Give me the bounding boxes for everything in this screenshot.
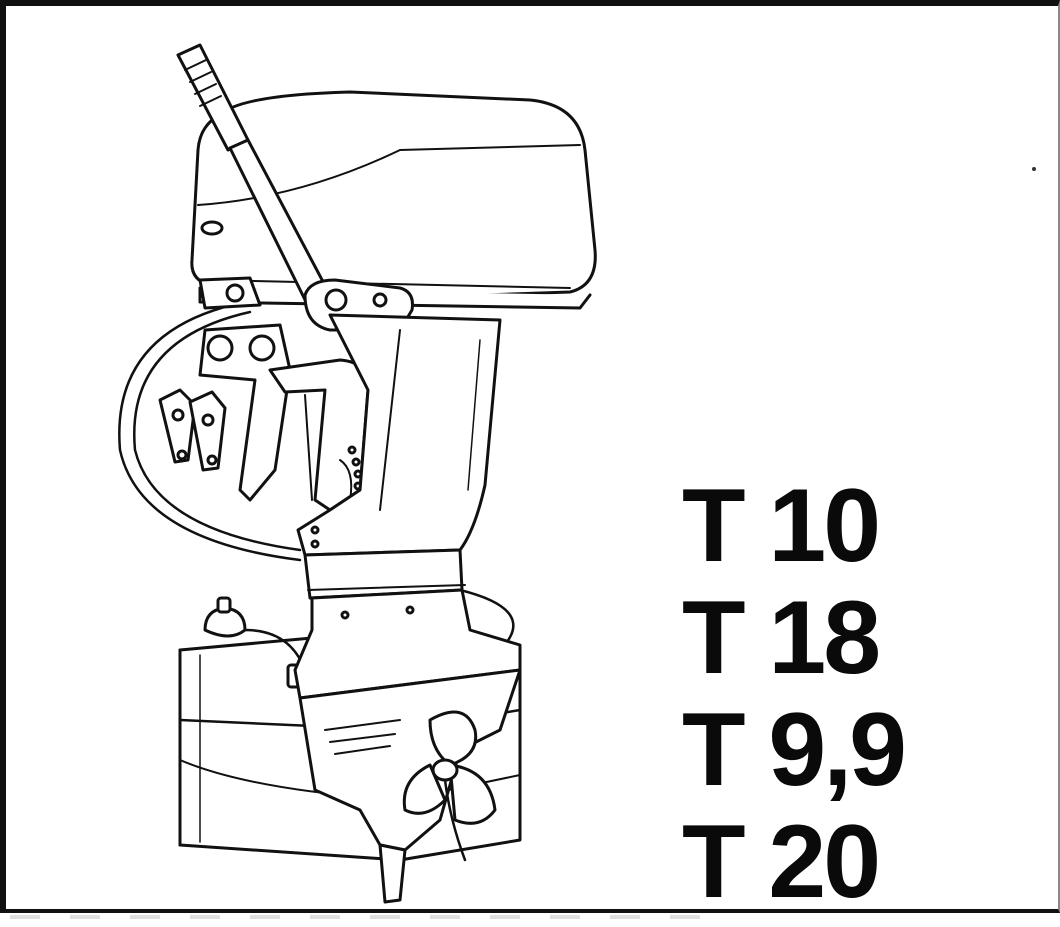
model-label: T 18	[682, 580, 881, 696]
speck	[1032, 167, 1036, 171]
model-list: T 10 T 18 T 9,9 T 20	[682, 470, 1052, 918]
model-label: T 10	[682, 468, 881, 584]
model-label: T 20	[682, 804, 881, 920]
outboard-motor-with-fuel-tank-icon	[118, 43, 597, 904]
model-label: T 9,9	[682, 692, 907, 808]
scan-artifact	[10, 915, 710, 919]
